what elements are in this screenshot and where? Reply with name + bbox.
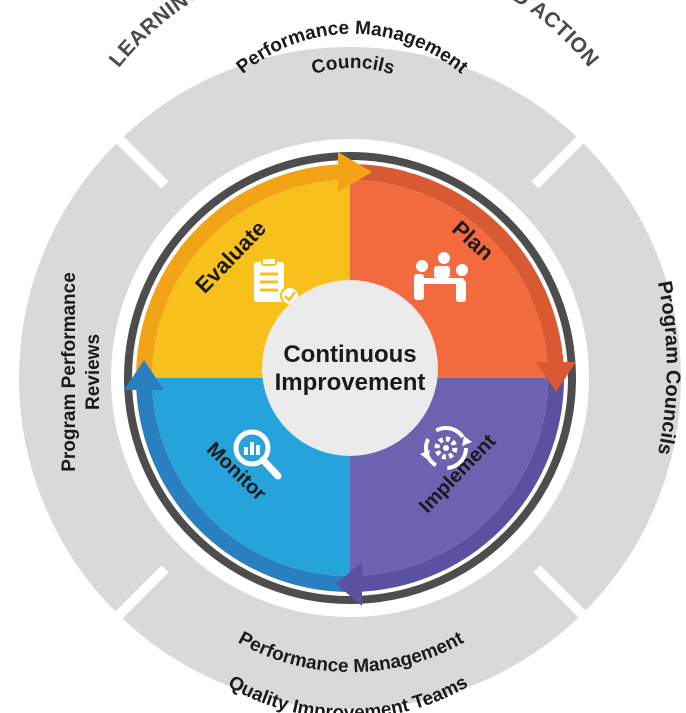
center-circle: [262, 280, 438, 456]
ring-divider: [531, 128, 592, 189]
forum-left-line1: Program Performance: [59, 272, 80, 472]
magnifier-chart-icon: [233, 429, 282, 480]
center-line2: Improvement: [275, 369, 426, 396]
ring-divider: [108, 128, 169, 189]
arrow-plan: [349, 164, 564, 379]
cycle-arrows: [136, 164, 564, 592]
arrowhead-left: [124, 360, 164, 390]
arrow-evaluate: [136, 164, 351, 379]
ring-divider: [108, 565, 169, 626]
meeting-icon: [414, 252, 468, 302]
forum-ring: [19, 47, 681, 709]
arrowhead-right: [536, 362, 576, 392]
gear-cycle-icon: [420, 426, 472, 470]
forum-left: Program Performance Reviews: [59, 272, 104, 472]
arrowhead-bottom: [336, 562, 362, 606]
arrow-implement: [349, 377, 564, 592]
forum-left-line2: Reviews: [83, 334, 104, 410]
arrow-monitor: [136, 377, 351, 592]
outer-ring-band: [19, 47, 681, 709]
arrowhead-top: [338, 152, 372, 192]
center-line1: Continuous: [283, 341, 416, 368]
ring-divider: [533, 565, 594, 626]
